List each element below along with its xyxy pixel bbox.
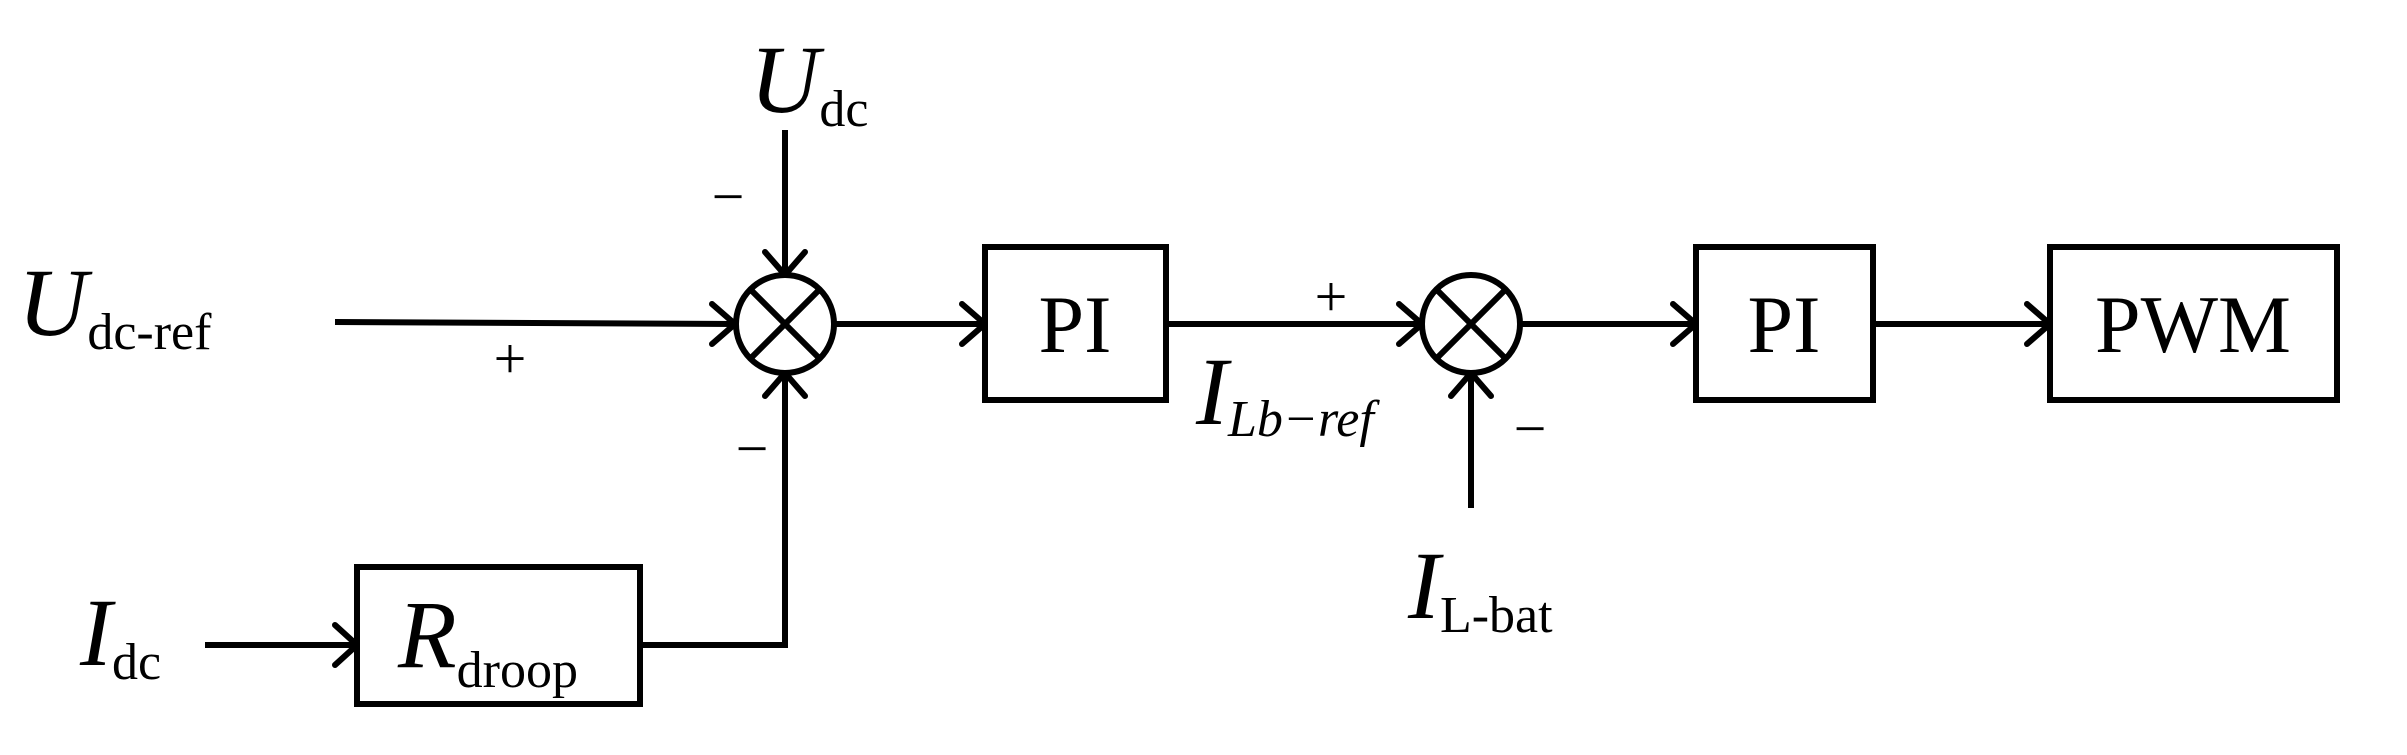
wire-droop-feedback — [640, 373, 788, 648]
label-udc: Udc — [750, 26, 868, 138]
wire-udc-ref — [334, 319, 736, 327]
svg-text:Rdroop: Rdroop — [397, 581, 578, 699]
droop-block: Rdroop — [354, 564, 643, 707]
summing-junction-2 — [1419, 272, 1523, 376]
label-udc-ref: Udc-ref — [18, 249, 212, 361]
pi-outer-block: PI — [982, 244, 1169, 403]
sign-sum1-left: + — [494, 326, 527, 391]
droop-symbol: R — [397, 581, 457, 688]
label-il-bat: IL-bat — [1407, 532, 1553, 644]
pwm-block: PWM — [2047, 244, 2340, 403]
summing-junction-1 — [733, 272, 837, 376]
sign-sum1-bottom: − — [736, 416, 769, 481]
label-idc: Idc — [79, 579, 161, 691]
pi-inner-label: PI — [1748, 279, 1821, 370]
label-il-ref: ILb−ref — [1195, 338, 1380, 448]
sign-sum2-bottom: − — [1514, 396, 1547, 461]
droop-subscript: droop — [457, 642, 578, 699]
sign-sum1-top: − — [712, 164, 745, 229]
pi-outer-label: PI — [1039, 279, 1112, 370]
sign-sum2-left: + — [1315, 264, 1348, 329]
pi-inner-block: PI — [1693, 244, 1876, 403]
pwm-label: PWM — [2095, 279, 2291, 370]
